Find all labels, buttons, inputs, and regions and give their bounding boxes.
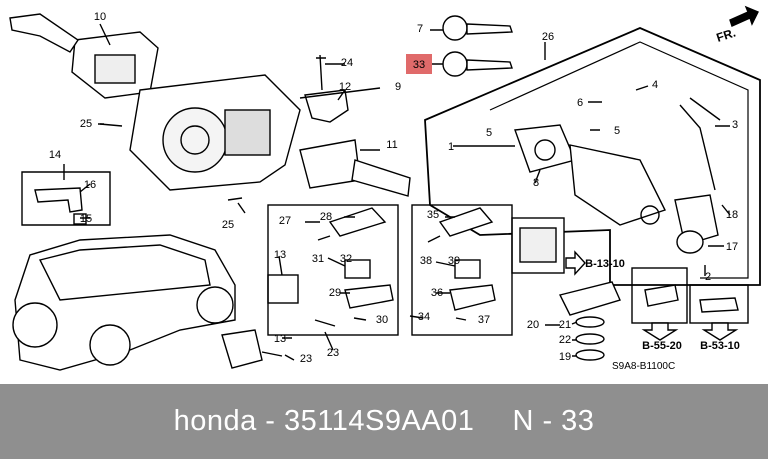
callout-10: 10 <box>94 11 106 23</box>
immobilizer-unit-part <box>221 274 336 369</box>
callout-33: 33 <box>413 59 425 71</box>
callout-6: 6 <box>577 97 583 109</box>
wiper-switch-part <box>299 139 411 197</box>
callout-36: 36 <box>431 287 443 299</box>
callout-3: 3 <box>732 119 738 131</box>
direction-label: FR. <box>715 26 738 45</box>
callout-25: 25 <box>80 118 92 130</box>
callout-B-53-10: B-53-10 <box>700 340 740 352</box>
remote-transmitter-part <box>317 207 496 311</box>
callout-19: 19 <box>559 351 571 363</box>
callout-12: 12 <box>339 81 351 93</box>
callout-26: 26 <box>542 31 554 43</box>
callout-24: 24 <box>341 57 353 69</box>
callout-15: 15 <box>80 213 92 225</box>
callout-13: 13 <box>274 249 286 261</box>
transmitter-group-frame-b <box>411 204 513 336</box>
callout-1: 1 <box>448 141 454 153</box>
separator: - <box>265 405 276 437</box>
callout-B-55-20: B-55-20 <box>642 340 682 352</box>
remote-cover-part <box>558 281 621 361</box>
callout-35: 35 <box>427 209 439 221</box>
bolt-part <box>316 54 326 91</box>
callout-B-13-10: B-13-10 <box>585 258 625 270</box>
exploded-parts-diagram: 1024129251125141615733264655138181722827… <box>9 5 761 372</box>
key-blank-part <box>442 15 513 77</box>
callout-20: 20 <box>527 319 539 331</box>
callout-32: 32 <box>340 253 352 265</box>
callout-9: 9 <box>395 81 401 93</box>
down-arrow-b-53-10 <box>701 322 739 341</box>
ignition-key-part <box>679 97 721 191</box>
callout-4: 4 <box>652 79 658 91</box>
bracket-part <box>304 89 349 123</box>
callout-23: 23 <box>300 353 312 365</box>
callout-11: 11 <box>386 139 397 151</box>
callout-8: 8 <box>533 177 539 189</box>
diagram-code-label: S9A8-B1100C <box>612 361 675 372</box>
callout-30: 30 <box>376 314 388 326</box>
callout-31: 31 <box>312 253 324 265</box>
callout-13: 13 <box>274 333 286 345</box>
callout-28: 28 <box>320 211 332 223</box>
down-arrow-b-55-20 <box>641 322 679 341</box>
callout-21: 21 <box>559 319 571 331</box>
part-info-banner: honda - 35114S9AA01 N - 33 <box>0 384 768 459</box>
vehicle-illustration <box>12 234 236 371</box>
callout-7: 7 <box>417 23 423 35</box>
callout-29: 29 <box>329 287 341 299</box>
callout-34: 34 <box>418 311 430 323</box>
callout-23: 23 <box>327 347 339 359</box>
callout-2: 2 <box>705 271 711 283</box>
part-info-text: honda - 35114S9AA01 N - 33 <box>0 384 768 459</box>
part-number: 35114S9AA01 <box>284 405 475 437</box>
steering-lock-part <box>514 124 666 226</box>
bracket-group <box>21 171 111 226</box>
callout-27: 27 <box>279 215 291 227</box>
callout-5: 5 <box>486 127 492 139</box>
callout-22: 22 <box>559 334 571 346</box>
callout-25: 25 <box>222 219 234 231</box>
reference-number: N - 33 <box>512 405 595 437</box>
key-cylinder-part <box>674 194 719 254</box>
callout-16: 16 <box>84 179 96 191</box>
right-arrow-b-13-10 <box>565 250 586 276</box>
callout-5: 5 <box>614 125 620 137</box>
cable-reel-part <box>129 74 301 191</box>
callout-39: 39 <box>448 255 460 267</box>
highlight-box <box>406 54 432 74</box>
transmitter-group-frame-a <box>267 204 399 336</box>
callout-38: 38 <box>420 255 432 267</box>
callout-18: 18 <box>726 209 738 221</box>
callout-14: 14 <box>49 149 61 161</box>
combination-switch-part <box>9 13 159 99</box>
callout-17: 17 <box>726 241 738 253</box>
brand-name: honda <box>173 405 257 437</box>
callout-37: 37 <box>478 314 490 326</box>
front-direction-arrow <box>729 5 759 27</box>
